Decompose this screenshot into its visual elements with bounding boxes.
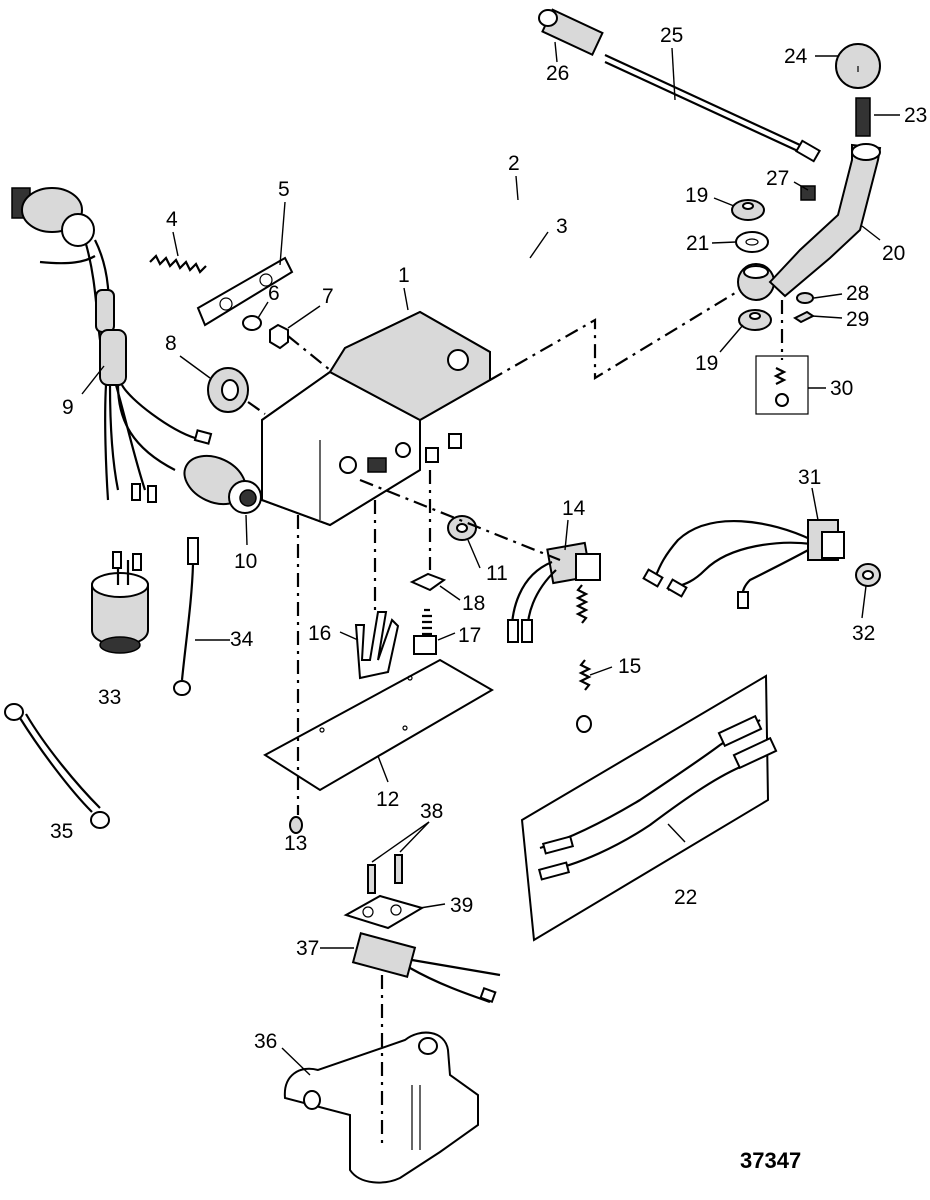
spring-link-15 [575,584,592,733]
callout-9: 9 [62,396,74,419]
diagram-number: 37347 [740,1148,801,1173]
bracket-18 [409,572,447,592]
callout-22: 22 [674,886,697,909]
callout-33: 33 [98,686,121,709]
callout-16: 16 [308,622,331,645]
leader-lines [81,41,900,1076]
callout-39: 39 [450,894,473,917]
callout-15: 15 [618,655,641,678]
callout-27: 27 [766,167,789,190]
callout-3: 3 [556,215,568,238]
callout-30: 30 [830,377,853,400]
callout-24: 24 [784,45,808,68]
callout-37: 37 [296,937,319,960]
plate-39 [343,894,425,930]
lever-arm-20 [768,143,882,298]
lanyard-switch-31 [642,519,845,609]
callout-17: 17 [458,624,481,647]
callout-2: 2 [508,152,520,175]
callout-19b: 19 [695,352,718,375]
screws-38 [367,854,403,894]
rod-25 [604,54,822,163]
control-housing [261,310,491,527]
callout-38: 38 [420,800,443,823]
callout-36: 36 [254,1030,277,1053]
spring-4 [149,254,207,274]
callout-31: 31 [798,466,821,489]
ground-strap-35 [4,703,110,829]
clip-16 [354,611,400,680]
assembly-lines [247,289,784,1145]
callout-12: 12 [376,788,399,811]
callout-1: 1 [398,264,410,287]
callout-5: 5 [278,178,290,201]
callout-6: 6 [268,282,280,305]
nut-32 [855,563,881,587]
nut-27 [800,185,816,201]
callout-25: 25 [660,24,683,47]
callout-20: 20 [882,242,905,265]
callout-7: 7 [322,285,334,308]
callout-32: 32 [852,622,875,645]
callout-23: 23 [904,104,927,127]
callout-11: 11 [486,562,508,585]
cover-plate-12 [263,658,494,792]
callout-8: 8 [165,332,177,355]
callout-13: 13 [284,832,307,855]
wiring-harness-9 [11,187,213,503]
switch-14 [507,541,601,643]
grommet-11 [447,515,477,541]
callout-14: 14 [562,497,586,520]
washer-21 [735,231,769,253]
callout-19a: 19 [685,184,708,207]
switch-37 [351,932,501,1004]
washer-19-top [731,199,765,221]
washer-19-bottom [738,309,772,331]
hub-20 [737,263,775,301]
pin-29 [793,310,815,324]
bolt-17 [413,608,437,655]
callout-28: 28 [846,282,869,305]
callout-4: 4 [166,208,178,231]
nut-7 [269,323,289,350]
spring-23 [855,97,871,137]
rod-end-26 [538,8,604,57]
callout-29: 29 [846,308,869,331]
callout-35: 35 [50,820,73,843]
callout-34: 34 [230,628,254,651]
ground-wire-34 [173,537,199,696]
grommet-8 [207,367,249,413]
washer-28 [796,292,814,304]
callout-labels: 1 2 3 4 5 6 7 8 9 10 11 12 13 14 15 16 1… [50,24,927,1173]
harness-22-panel [520,674,778,942]
screw-13 [289,816,303,834]
washer-6 [242,315,262,331]
callout-18: 18 [462,592,485,615]
callout-10: 10 [234,550,257,573]
connector-10 [183,454,262,514]
bracket-36 [283,1031,479,1184]
callout-26: 26 [546,62,569,85]
horn-33 [91,551,149,654]
callout-21: 21 [686,232,709,255]
knob-24 [835,43,881,89]
screw-set-30 [755,355,809,415]
plate-5 [196,256,294,327]
